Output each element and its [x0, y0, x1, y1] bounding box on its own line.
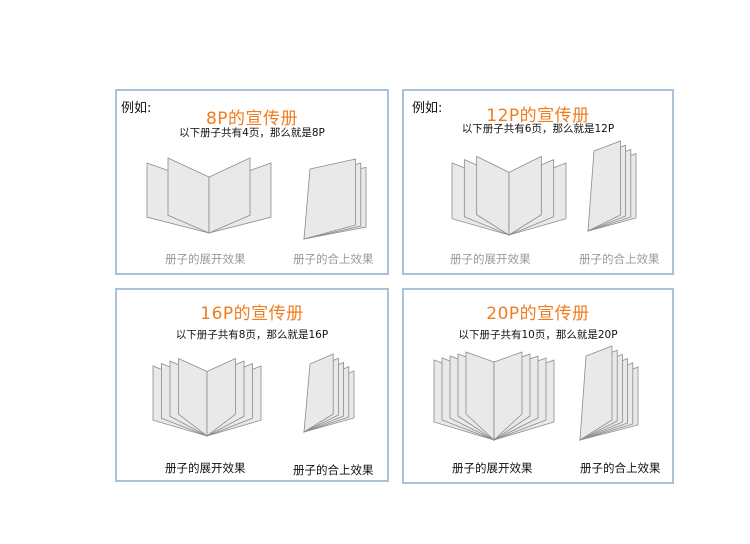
sheet — [579, 345, 613, 441]
panel-description: 以下册子共有6页，那么就是12P — [461, 123, 615, 135]
panel-description: 以下册子共有8页，那么就是16P — [175, 329, 329, 341]
closed-booklet-illustration — [303, 353, 355, 433]
open-booklet-illustration — [433, 351, 555, 441]
sheet — [587, 140, 621, 232]
panel-description: 以下册子共有10页，那么就是20P — [458, 329, 618, 341]
panel-8p: 例如: 8P的宣传册 以下册子共有4页，那么就是8P 册子的展开效果 册子的合上… — [115, 89, 389, 275]
closed-caption: 册子的合上效果 — [580, 461, 661, 475]
page-right — [208, 157, 251, 234]
closed-booklet-illustration — [587, 140, 637, 232]
open-caption: 册子的展开效果 — [452, 461, 533, 475]
panel-title: 20P的宣传册 — [486, 304, 590, 324]
closed-caption: 册子的合上效果 — [293, 463, 374, 477]
panel-20p: 20P的宣传册 以下册子共有10页，那么就是20P 册子的展开效果 册子的合上效… — [402, 288, 674, 484]
open-caption: 册子的展开效果 — [165, 252, 246, 266]
example-label: 例如: — [412, 101, 443, 116]
page-right — [493, 351, 523, 441]
closed-caption: 册子的合上效果 — [579, 252, 660, 266]
page-right — [508, 155, 542, 236]
panel-16p: 16P的宣传册 以下册子共有8页，那么就是16P 册子的展开效果 册子的合上效果 — [115, 288, 389, 482]
open-booklet-illustration — [146, 157, 272, 234]
example-label: 例如: — [121, 101, 152, 116]
closed-caption: 册子的合上效果 — [293, 252, 374, 266]
page-right — [206, 357, 236, 437]
open-caption: 册子的展开效果 — [450, 252, 531, 266]
panel-title: 8P的宣传册 — [205, 109, 299, 129]
closed-booklet-illustration — [303, 158, 367, 240]
open-booklet-illustration — [451, 155, 567, 236]
sheet — [303, 158, 356, 240]
panel-12p: 例如: 12P的宣传册 以下册子共有6页，那么就是12P 册子的展开效果 册子的… — [402, 89, 674, 275]
panel-title: 12P的宣传册 — [486, 106, 590, 126]
panel-description: 以下册子共有4页，那么就是8P — [179, 127, 325, 139]
panel-title: 16P的宣传册 — [200, 304, 304, 324]
open-caption: 册子的展开效果 — [165, 461, 246, 475]
closed-booklet-illustration — [579, 345, 639, 441]
open-booklet-illustration — [152, 357, 262, 437]
sheet — [303, 353, 334, 433]
